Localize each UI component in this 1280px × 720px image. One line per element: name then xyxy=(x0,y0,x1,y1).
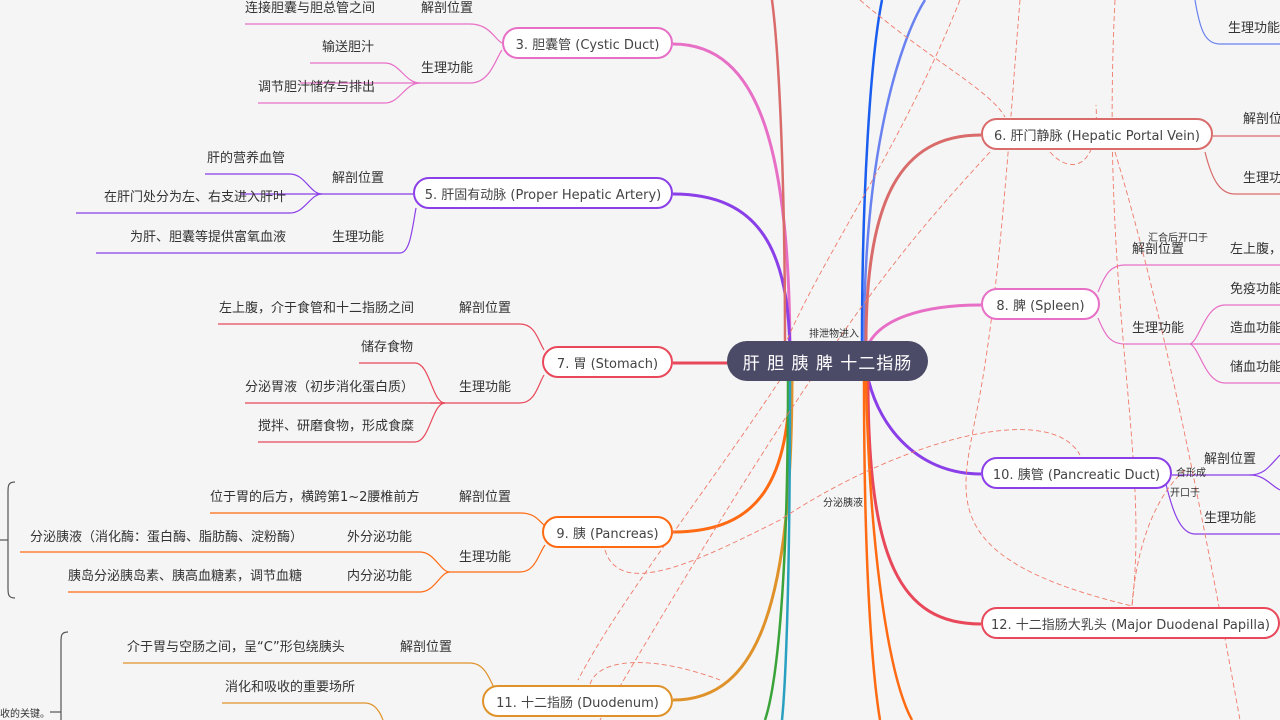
artery-func-leaf[interactable]: 为肝、胆囊等提供富氧血液 xyxy=(130,230,287,245)
branch-orange-r1 xyxy=(862,379,882,720)
branch-pancreas xyxy=(672,369,792,534)
relation-label-open-at[interactable]: 开口于 xyxy=(1170,488,1200,499)
pancreas-endocrine-label[interactable]: 内分泌功能 xyxy=(347,569,413,584)
spleen-func-label[interactable]: 生理功能 xyxy=(1132,321,1185,336)
node-duodenum[interactable]: 11. 十二指肠 (Duodenum) xyxy=(482,685,673,717)
spleen-func-leaf[interactable]: 造血功能 xyxy=(1230,321,1280,336)
pancreas-anat-label[interactable]: 解剖位置 xyxy=(459,490,512,505)
stomach-func-leaf[interactable]: 搅拌、研磨食物，形成食糜 xyxy=(258,419,415,434)
relation-label-merge-open[interactable]: 汇合后开口于 xyxy=(1148,233,1208,244)
stomach-anat-leaf[interactable]: 左上腹，介于食管和十二指肠之间 xyxy=(219,301,415,316)
node-spleen[interactable]: 8. 脾 (Spleen) xyxy=(981,288,1100,320)
relation-label-merge-form[interactable]: 合形成 xyxy=(1176,468,1206,479)
artery-anat-leaf[interactable]: 在肝门处分为左、右支进入肝叶 xyxy=(104,190,287,205)
node-pancreas[interactable]: 9. 胰 (Pancreas) xyxy=(542,516,673,548)
branch-orange-r2 xyxy=(864,379,914,720)
spleen-anat-leaf[interactable]: 左上腹， xyxy=(1230,242,1280,257)
branch-top-red xyxy=(770,0,787,343)
cystic-anat-label[interactable]: 解剖位置 xyxy=(421,1,474,16)
branch-artery xyxy=(672,192,792,361)
relation-label-excrete[interactable]: 排泄物进入 xyxy=(809,329,859,340)
stomach-func-label[interactable]: 生理功能 xyxy=(459,380,512,395)
pancreas-exocrine-label[interactable]: 外分泌功能 xyxy=(347,530,413,545)
node-proper-hepatic-artery[interactable]: 5. 肝固有动脉 (Proper Hepatic Artery) xyxy=(413,177,673,209)
cystic-func-leaf[interactable]: 输送胆汁 xyxy=(322,40,375,55)
duodenum-anat-label[interactable]: 解剖位置 xyxy=(400,640,453,655)
stomach-func-leaf[interactable]: 分泌胃液（初步消化蛋白质） xyxy=(245,380,415,395)
duodenum-anat-leaf[interactable]: 介于胃与空肠之间，呈“C”形包绕胰头 xyxy=(127,640,345,655)
pduct-anat-label[interactable]: 解剖位置 xyxy=(1204,452,1257,467)
artery-anat-leaf[interactable]: 肝的营养血管 xyxy=(207,151,286,166)
pduct-func-label[interactable]: 生理功能 xyxy=(1204,511,1257,526)
spleen-func-leaf[interactable]: 免疫功能 xyxy=(1230,282,1280,297)
pancreas-exocrine-leaf[interactable]: 分泌胰液（消化酶：蛋白酶、脂肪酶、淀粉酶） xyxy=(30,530,304,545)
branch-pduct xyxy=(866,377,982,476)
portal-func-label[interactable]: 生理功 xyxy=(1243,171,1280,186)
node-major-duodenal-papilla[interactable]: 12. 十二指肠大乳头 (Major Duodenal Papilla) xyxy=(981,607,1280,639)
duodenum-summary[interactable]: 收的关键。 xyxy=(0,709,50,720)
branch-teal xyxy=(780,379,792,720)
stomach-anat-label[interactable]: 解剖位置 xyxy=(459,301,512,316)
branch-duodenum xyxy=(672,374,794,702)
node-cystic-duct[interactable]: 3. 胆囊管 (Cystic Duct) xyxy=(502,27,673,59)
artery-func-label[interactable]: 生理功能 xyxy=(332,230,385,245)
pancreas-func-label[interactable]: 生理功能 xyxy=(459,550,512,565)
branch-green xyxy=(763,379,790,720)
spleen-anat-label[interactable]: 解剖位置 xyxy=(1132,242,1185,257)
branch-papilla xyxy=(866,379,982,626)
cystic-anat-leaf[interactable]: 连接胆囊与胆总管之间 xyxy=(245,1,376,16)
node-hepatic-portal-vein[interactable]: 6. 肝门静脉 (Hepatic Portal Vein) xyxy=(981,118,1213,150)
cystic-func-leaf[interactable]: 调节胆汁储存与排出 xyxy=(258,80,376,95)
node-pancreatic-duct[interactable]: 10. 胰管 (Pancreatic Duct) xyxy=(981,457,1172,489)
stomach-func-leaf[interactable]: 储存食物 xyxy=(361,340,414,355)
top-func-label[interactable]: 生理功能 xyxy=(1228,21,1280,36)
node-stomach[interactable]: 7. 胃 (Stomach) xyxy=(542,346,673,378)
branch-blue1 xyxy=(860,0,884,343)
branch-blue2 xyxy=(862,0,927,343)
pancreas-endocrine-leaf[interactable]: 胰岛分泌胰岛素、胰高血糖素，调节血糖 xyxy=(68,569,303,584)
branch-spleen xyxy=(866,303,982,346)
duodenum-func-leaf[interactable]: 消化和吸收的重要场所 xyxy=(225,680,356,695)
artery-anat-label[interactable]: 解剖位置 xyxy=(332,171,385,186)
branch-cystic xyxy=(672,42,792,361)
pancreas-anat-leaf[interactable]: 位于胃的后方，横跨第1~2腰椎前方 xyxy=(210,490,420,505)
portal-anat-label[interactable]: 解剖位 xyxy=(1243,112,1280,127)
branch-portal xyxy=(864,133,982,343)
relation-label-secrete[interactable]: 分泌胰液 xyxy=(823,498,863,509)
central-topic[interactable]: 肝 胆 胰 脾 十二指肠 xyxy=(727,341,928,381)
cystic-func-label[interactable]: 生理功能 xyxy=(421,61,474,76)
spleen-func-leaf[interactable]: 储血功能 xyxy=(1230,360,1280,375)
